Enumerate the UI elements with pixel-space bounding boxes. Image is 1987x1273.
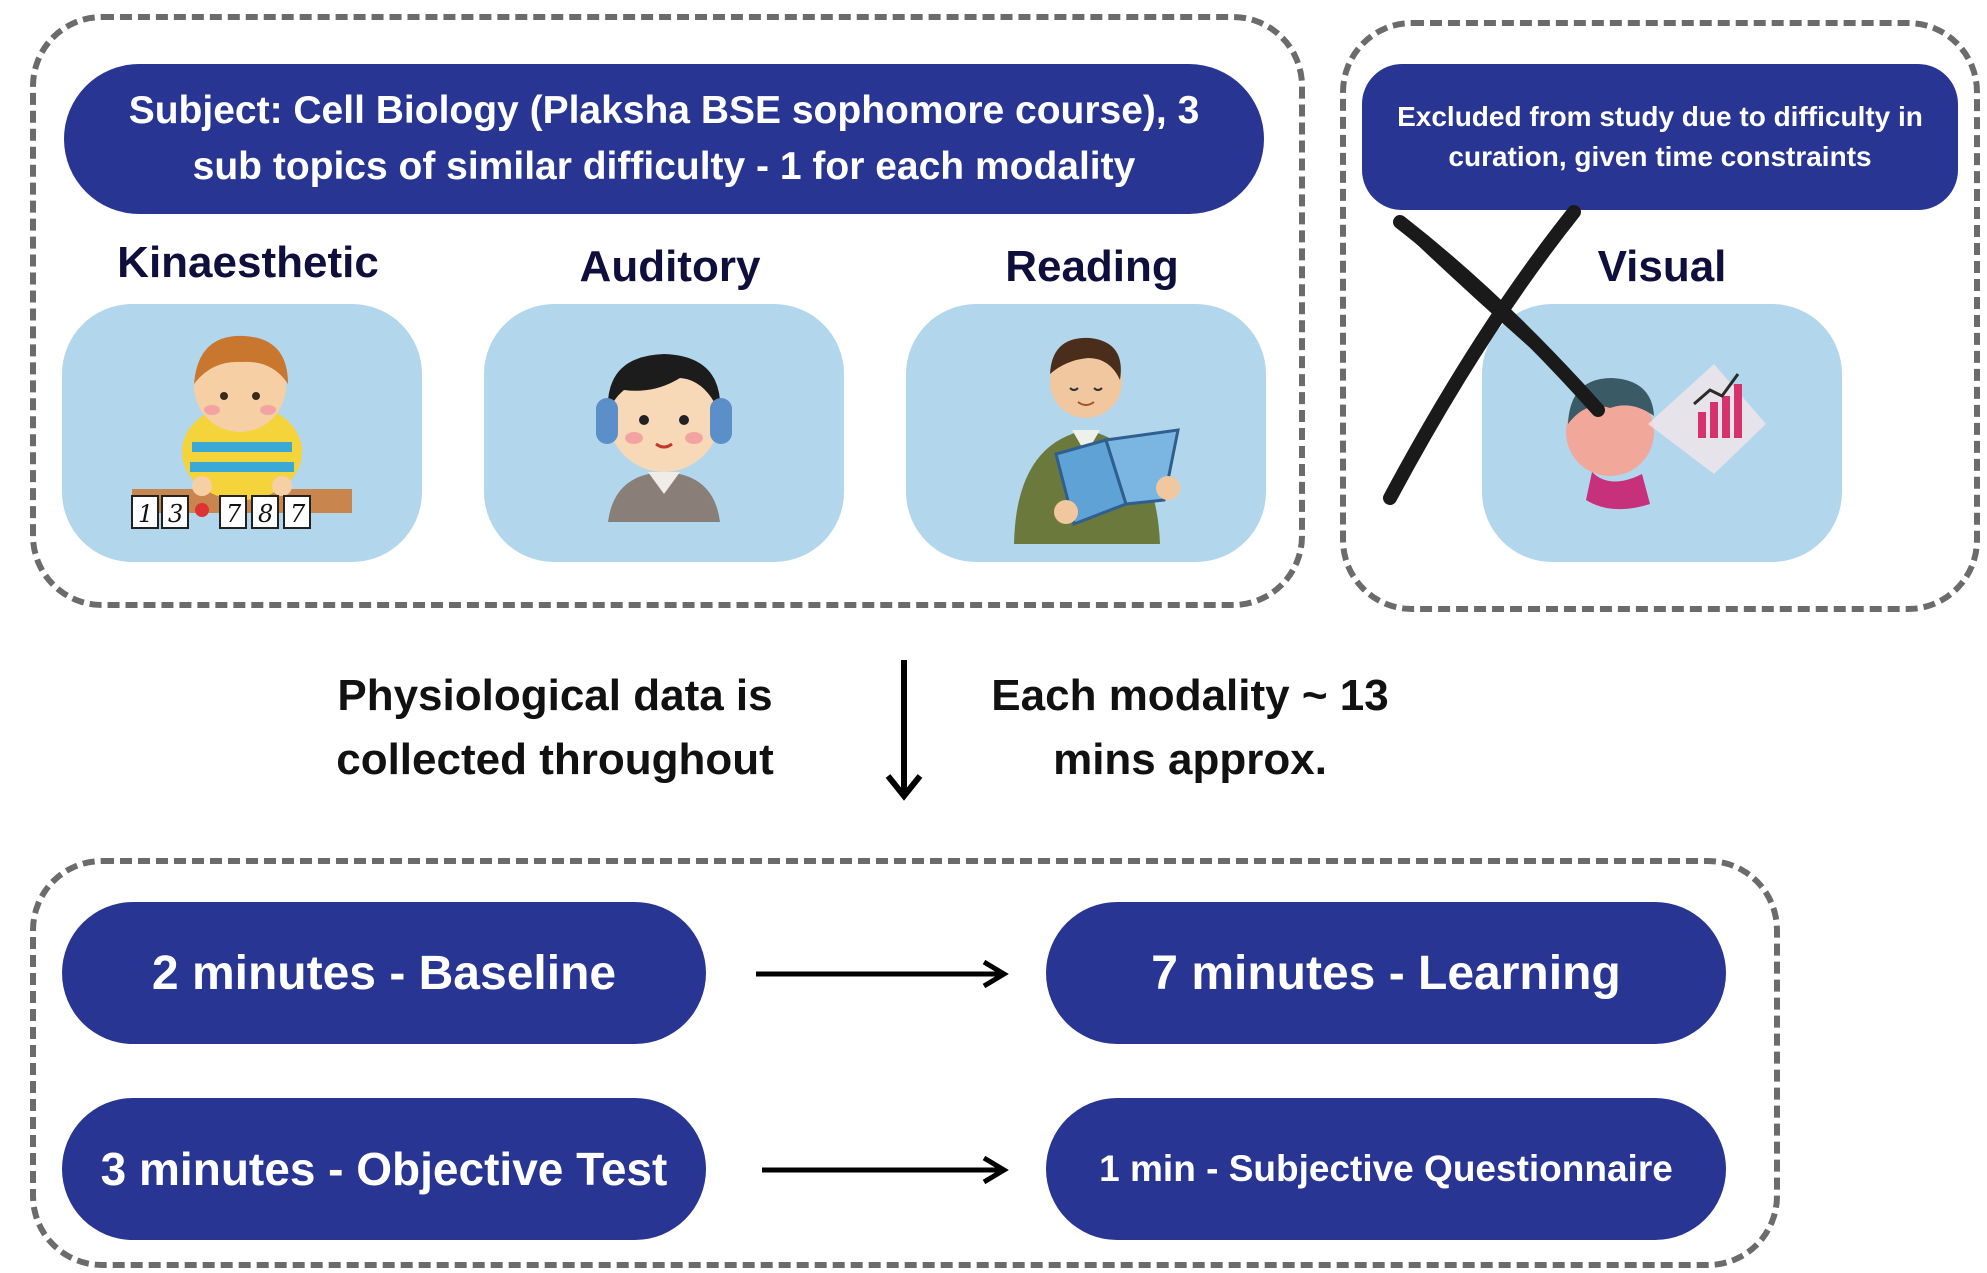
modality-label-visual: Visual — [1597, 242, 1727, 291]
card-number: 7 — [290, 500, 306, 528]
modality-label-reading: Reading — [1005, 242, 1179, 291]
modality-label-kinaesthetic: Kinaesthetic — [117, 238, 379, 287]
step-learning: 7 minutes - Learning — [1046, 902, 1726, 1044]
step-label: 7 minutes - Learning — [1151, 946, 1621, 1000]
step-label: 2 minutes - Baseline — [151, 946, 617, 1000]
boy-with-headphones-icon — [596, 354, 732, 522]
excluded-group — [1340, 20, 1980, 612]
child-sorting-number-cards-icon: 1 3 7 8 7 — [131, 335, 352, 529]
kinaesthetic-card: 1 3 7 8 7 — [62, 304, 422, 562]
excluded-banner: Excluded from study due to difficulty in… — [1362, 64, 1958, 210]
right-arrow-icon — [756, 959, 1009, 989]
card-number: 3 — [168, 500, 183, 528]
subject-banner: Subject: Cell Biology (Plaksha BSE sopho… — [64, 64, 1264, 214]
step-objective-test: 3 minutes - Objective Test — [62, 1098, 706, 1240]
person-viewing-chart-icon — [1566, 364, 1766, 510]
auditory-card — [484, 304, 844, 562]
step-label: 1 min - Subjective Questionnaire — [1099, 1148, 1673, 1189]
session-steps-group — [30, 858, 1780, 1268]
man-reading-book-icon — [1014, 337, 1180, 544]
step-baseline: 2 minutes - Baseline — [62, 902, 706, 1044]
right-arrow-icon — [762, 1155, 1009, 1185]
modality-label-auditory: Auditory — [579, 242, 761, 291]
modalities-group — [30, 14, 1305, 608]
physiological-data-note: Physiological data is collected througho… — [336, 671, 774, 784]
card-number: 1 — [138, 500, 153, 528]
subject-text: Subject: Cell Biology (Plaksha BSE sopho… — [128, 89, 1200, 188]
card-number: 7 — [226, 500, 242, 528]
excluded-text: Excluded from study due to difficulty in… — [1397, 101, 1923, 172]
modality-duration-note: Each modality ~ 13 mins approx. — [991, 671, 1389, 784]
step-label: 3 minutes - Objective Test — [100, 1143, 668, 1195]
step-subjective-questionnaire: 1 min - Subjective Questionnaire — [1046, 1098, 1726, 1240]
card-number: 8 — [258, 500, 273, 528]
reading-card — [906, 304, 1266, 562]
